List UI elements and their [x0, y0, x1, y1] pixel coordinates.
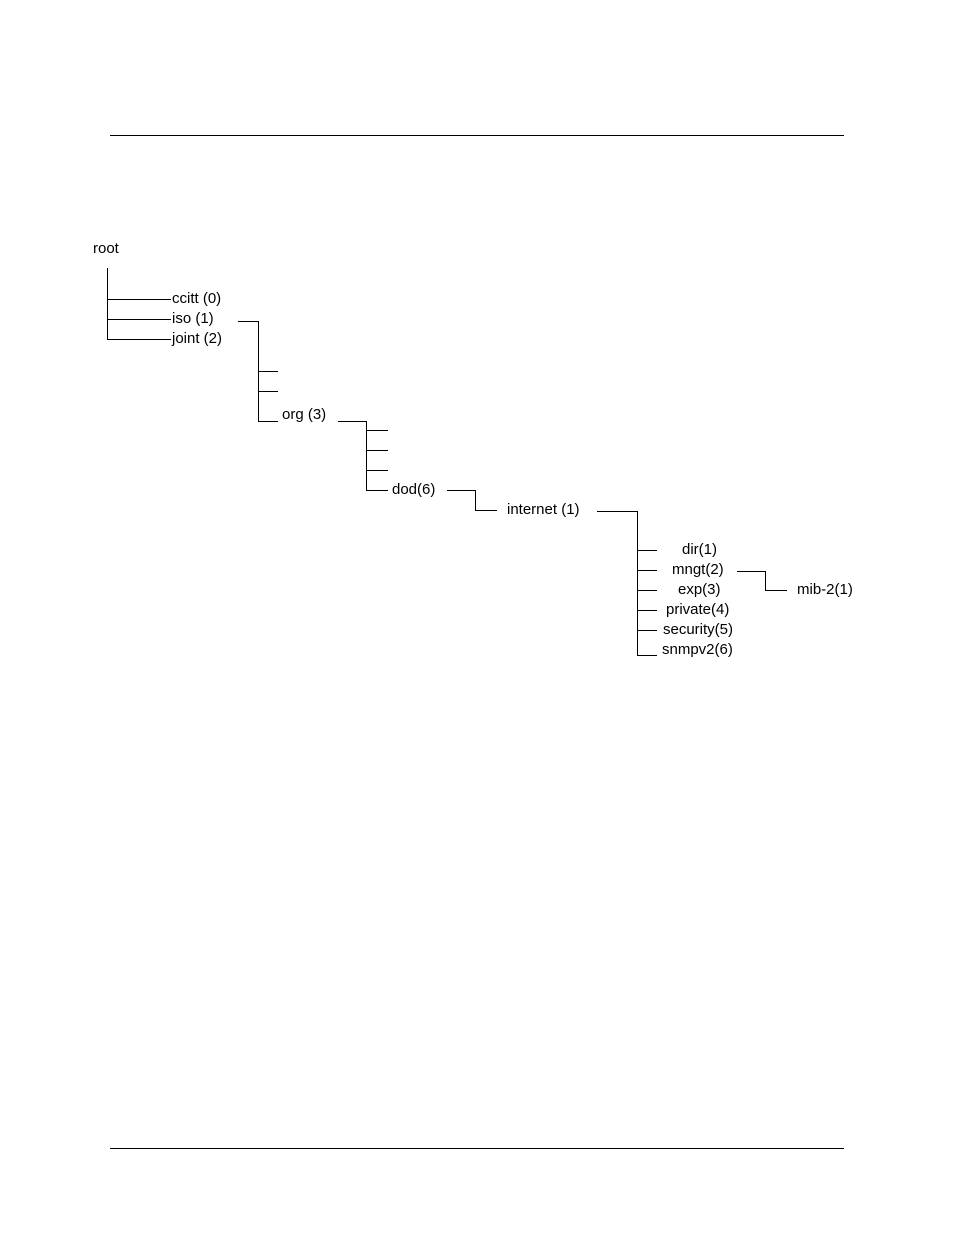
- node-dir: dir(1): [682, 541, 718, 558]
- node-dod: dod(6): [392, 481, 436, 498]
- top-rule: [110, 135, 844, 136]
- node-root: root: [93, 240, 119, 257]
- node-internet: internet (1): [507, 501, 580, 518]
- node-exp: exp(3): [678, 581, 721, 598]
- node-mib2: mib-2(1): [797, 581, 853, 598]
- node-security: security(5): [663, 621, 734, 638]
- node-iso: iso (1): [172, 310, 214, 327]
- node-ccitt: ccitt (0): [172, 290, 222, 307]
- node-mngt: mngt(2): [672, 561, 724, 578]
- bottom-rule: [110, 1148, 844, 1149]
- node-snmpv2: snmpv2(6): [662, 641, 733, 658]
- node-joint: joint (2): [172, 330, 223, 347]
- node-org: org (3): [282, 406, 327, 423]
- node-private: private(4): [666, 601, 730, 618]
